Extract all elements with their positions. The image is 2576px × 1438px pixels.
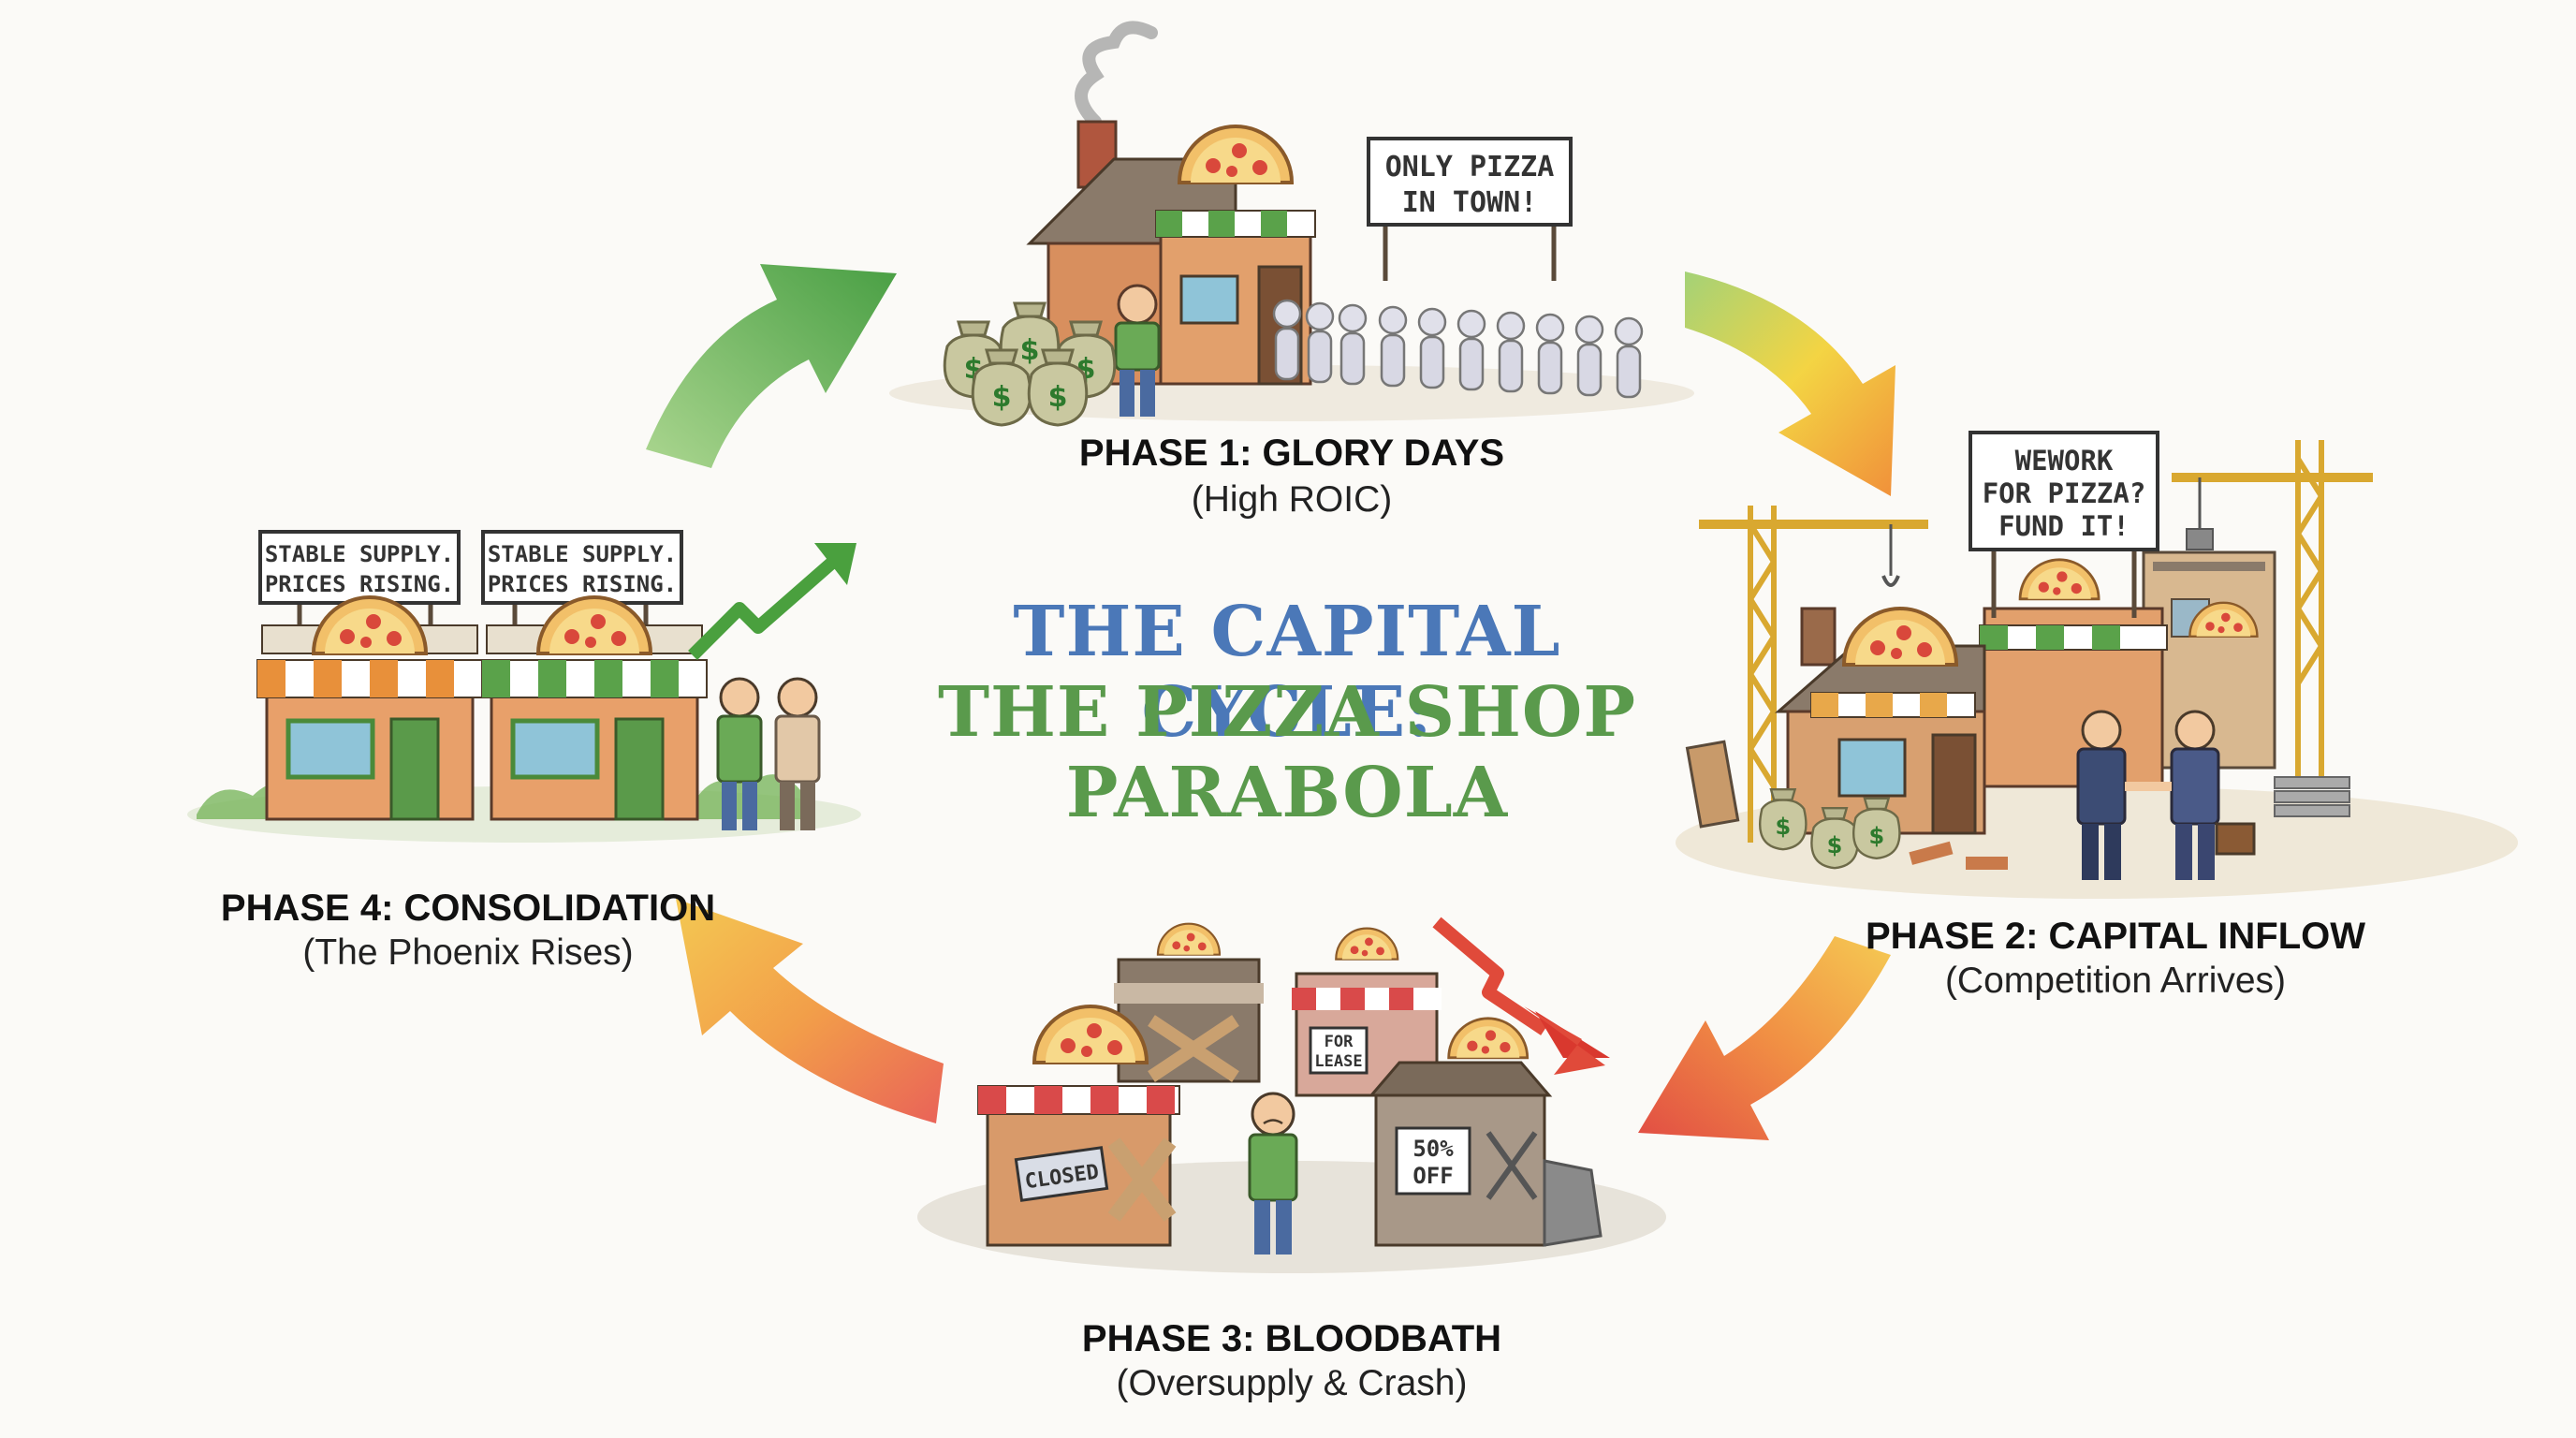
phase2-subtitle: (Competition Arrives)	[1944, 961, 2287, 1001]
sign-only-pizza: ONLY PIZZA	[1385, 151, 1555, 183]
phase2-name: PHASE 2: CAPITAL INFLOW	[1865, 916, 2366, 957]
cycle-arrow-icon	[676, 899, 944, 1123]
pizza-icon	[536, 595, 652, 655]
businessmen-handshake	[2076, 710, 2256, 880]
pizza-icon	[1178, 125, 1294, 184]
phase1-illustration: ONLY PIZZA IN TOWN!	[889, 21, 1694, 427]
phase3-illustration: FOR LEASE CLOSED 50% OFF	[917, 917, 1666, 1273]
svg-text:LEASE: LEASE	[1314, 1052, 1362, 1071]
pizza-icon	[1335, 927, 1399, 961]
pizza-icon	[1842, 607, 1958, 667]
crane-icon	[1699, 506, 1928, 843]
sign-stable-supply-right: STABLE SUPPLY.	[488, 541, 677, 567]
phase3-name: PHASE 3: BLOODBATH	[1081, 1318, 1502, 1359]
awning	[1155, 210, 1316, 238]
pizza-icon	[312, 595, 428, 655]
partners	[716, 677, 821, 830]
cycle-arrow-icon	[1685, 271, 1895, 496]
phase4-illustration: STABLE SUPPLY. PRICES RISING. STABLE SUP…	[187, 530, 861, 843]
svg-text:FOR PIZZA?: FOR PIZZA?	[1983, 477, 2146, 509]
title-line-2: THE PIZZA SHOP	[937, 672, 1637, 753]
svg-text:IN TOWN!: IN TOWN!	[1402, 186, 1538, 219]
phase3-subtitle: (Oversupply & Crash)	[1116, 1363, 1468, 1403]
svg-text:OFF: OFF	[1412, 1163, 1453, 1189]
title-line-3: PARABOLA	[1065, 753, 1509, 833]
svg-text:PRICES RISING.: PRICES RISING.	[265, 571, 454, 597]
phase4-subtitle: (The Phoenix Rises)	[302, 932, 634, 973]
sign-50-off: 50%	[1412, 1136, 1454, 1162]
crane-icon	[2172, 440, 2373, 777]
cycle-arrow-icon	[646, 264, 897, 468]
shop-owner	[1114, 284, 1161, 417]
sad-owner	[1248, 1092, 1298, 1255]
svg-text:FUND IT!: FUND IT!	[1998, 510, 2130, 542]
cycle-arrow-icon	[1638, 936, 1891, 1140]
phase4-name: PHASE 4: CONSOLIDATION	[220, 888, 716, 929]
up-trend-icon	[688, 543, 856, 660]
phase1-name: PHASE 1: GLORY DAYS	[1078, 433, 1505, 474]
sign-for-lease: FOR	[1325, 1033, 1354, 1051]
pizza-icon	[1156, 922, 1222, 956]
svg-text:PRICES RISING.: PRICES RISING.	[488, 571, 677, 597]
phase1-subtitle: (High ROIC)	[1191, 479, 1393, 520]
phase2-illustration: WEWORK FOR PIZZA? FUND IT!	[1676, 431, 2518, 899]
pizza-icon	[2018, 558, 2100, 601]
sign-wework: WEWORK	[2015, 445, 2114, 477]
pizza-icon	[1447, 1017, 1530, 1060]
sign-stable-supply-left: STABLE SUPPLY.	[265, 541, 454, 567]
title-line-1: THE CAPITAL CYCLE:	[1013, 592, 1561, 753]
down-trend-icon	[1432, 917, 1610, 1075]
